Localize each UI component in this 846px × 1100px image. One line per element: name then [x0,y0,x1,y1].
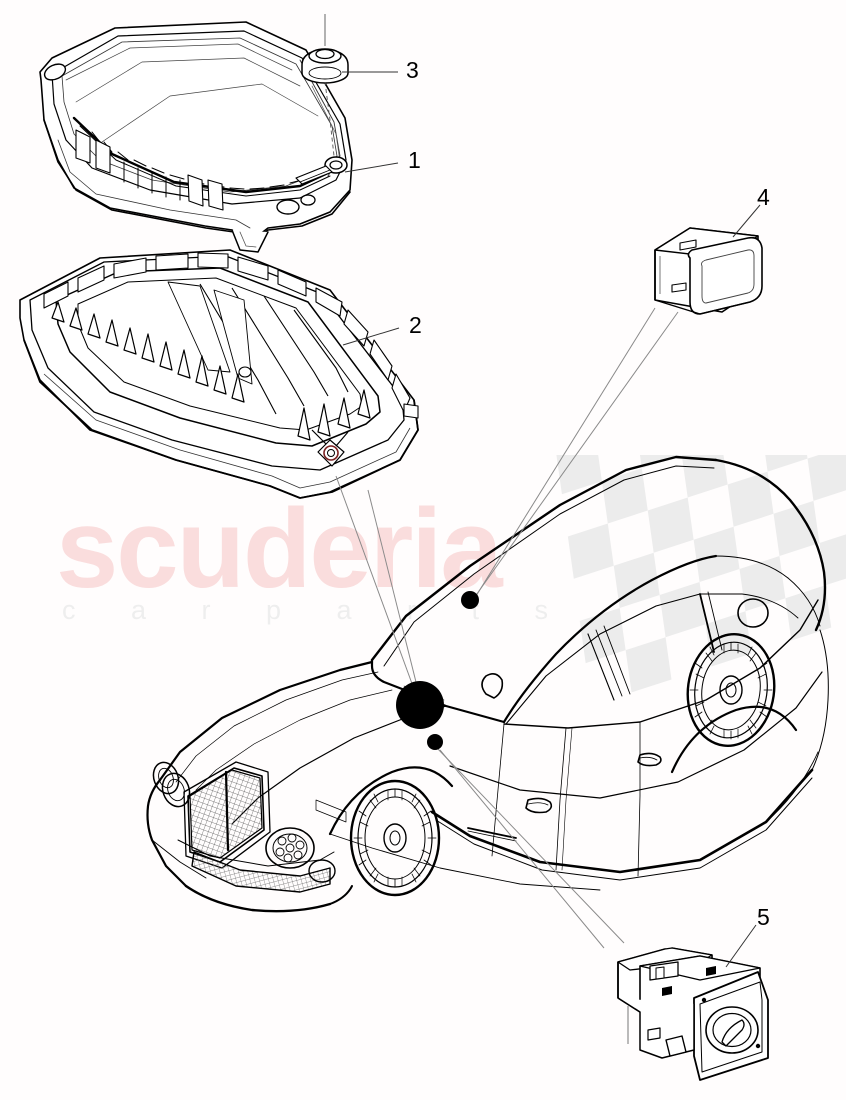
checkered-flag-icon [556,455,846,693]
callout-label-4: 4 [757,184,770,210]
mount-point-large [396,681,444,729]
leader-lines [335,307,679,949]
callout-label-3: 3 [406,57,419,83]
rear-wheel [686,633,776,747]
callout-label-5: 5 [757,904,770,930]
leader-part1-to-marker [367,489,421,699]
leader-part2-to-marker [335,475,419,701]
leader-part4-to-marker-b [473,311,679,599]
part-2-airbag-housing [19,249,419,499]
leader-part5-to-marker-b [439,749,605,949]
callout-leader-4 [732,204,761,238]
front-wheel [349,779,441,897]
part-4-control-unit [654,227,763,315]
part-1-airbag-cover [39,21,353,253]
callout-leader-5 [725,924,757,968]
mount-point-medium [461,591,479,609]
part-5-switch-module [617,947,769,1081]
mount-point-small [427,734,443,750]
mount-markers [396,591,479,750]
watermark-brand: scuderia [56,486,503,611]
vehicle-outline [146,455,829,913]
part-3-grommet [301,14,349,157]
callout-leader-2 [342,327,400,346]
callout-leaders [342,71,761,968]
leader-part5-to-marker-a [436,747,625,944]
callout-label-2: 2 [409,312,422,338]
callout-label-1: 1 [408,147,421,173]
callout-leader-1 [344,162,399,173]
leader-part4-to-marker-a [475,307,656,597]
